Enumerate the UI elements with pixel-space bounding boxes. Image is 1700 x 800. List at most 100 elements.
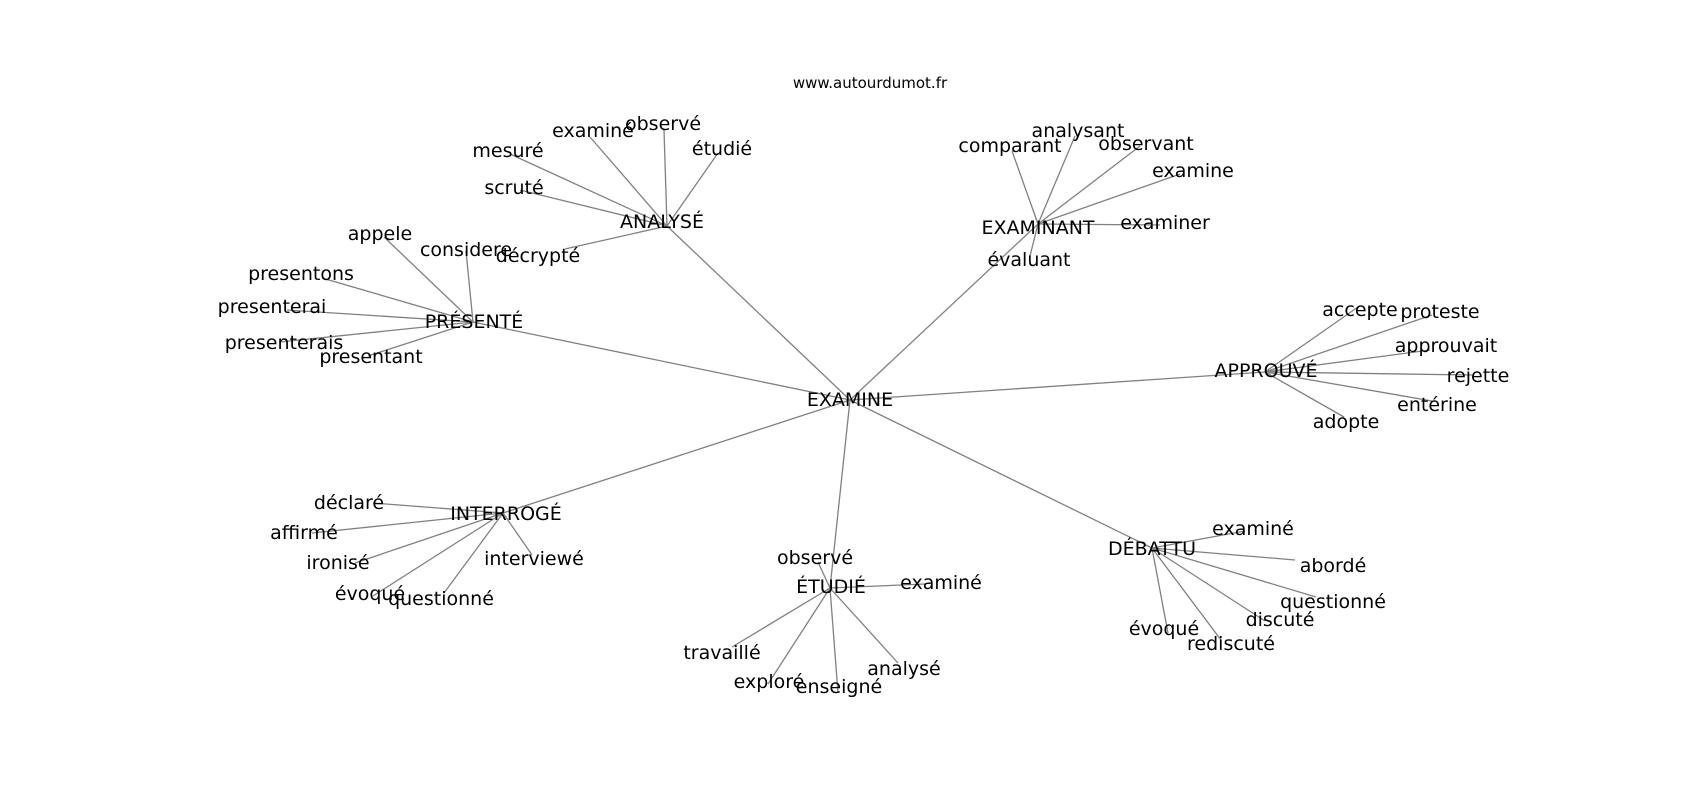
cluster-hub-label: APPROUVÉ xyxy=(1215,359,1318,382)
word-node-label: analysant xyxy=(1032,120,1125,142)
word-node-label: rediscuté xyxy=(1187,633,1275,655)
edge-hub-to-word xyxy=(663,129,668,227)
edge-hub-to-word xyxy=(354,512,504,564)
edge-hub-to-word xyxy=(286,309,474,323)
edge-center-to-hub xyxy=(666,225,851,401)
cluster-hub-label: EXAMINANT xyxy=(981,217,1094,239)
edge-center-to-hub xyxy=(849,371,1266,401)
word-node-label: accepte xyxy=(1322,299,1397,321)
word-node-label: analysé xyxy=(867,658,940,680)
edge-hub-to-word xyxy=(564,225,668,250)
edge-hub-to-word xyxy=(1037,135,1076,225)
word-node-label: questionné xyxy=(1280,591,1386,613)
site-url: www.autourdumot.fr xyxy=(793,74,948,92)
edge-center-to-hub xyxy=(849,223,1039,401)
word-node-label: observé xyxy=(777,547,853,569)
word-node-label: appele xyxy=(348,223,412,245)
cluster-hub-label: ÉTUDIÉ xyxy=(796,575,866,598)
word-node-label: presenterais xyxy=(225,332,344,354)
word-node-label: évoqué xyxy=(1129,618,1199,640)
edge-hub-to-word xyxy=(1011,150,1039,225)
labels: www.autourdumot.fr mesuréexaminéobservéé… xyxy=(218,74,1510,698)
edge-hub-to-word xyxy=(731,587,831,648)
word-node-label: questionné xyxy=(388,588,494,610)
edge-center-to-hub xyxy=(502,399,851,514)
edge-hub-to-word xyxy=(829,587,899,664)
cluster-hub-label: DÉBATTU xyxy=(1108,537,1196,560)
edge-center-to-hub xyxy=(829,399,851,589)
edge-hub-to-word xyxy=(1151,547,1169,634)
word-node-label: déclaré xyxy=(314,492,384,514)
edge-hub-to-word xyxy=(372,502,504,514)
edge-hub-to-word xyxy=(1151,547,1266,622)
word-node-label: examiné xyxy=(900,572,982,594)
edges xyxy=(279,129,1473,694)
edge-hub-to-word xyxy=(1151,547,1222,641)
word-node-label: abordé xyxy=(1300,555,1367,577)
word-node-label: discuté xyxy=(1246,609,1315,631)
edge-hub-to-word xyxy=(509,153,668,227)
word-node-label: presentant xyxy=(319,346,422,368)
word-node-label: proteste xyxy=(1400,301,1479,323)
word-node-label: observant xyxy=(1098,133,1193,155)
edge-hub-to-word xyxy=(1264,371,1345,418)
cluster-hub-label: ANALYSÉ xyxy=(620,210,704,233)
word-node-label: affirmé xyxy=(270,522,338,544)
edge-hub-to-word xyxy=(443,512,504,594)
edge-hub-to-word xyxy=(279,321,474,343)
edge-hub-to-word xyxy=(817,561,831,589)
word-node-label: presenterai xyxy=(218,296,327,318)
edge-hub-to-word xyxy=(1037,173,1181,225)
word-node-label: examiné xyxy=(552,120,634,142)
edge-hub-to-word xyxy=(1264,371,1433,402)
word-node-label: décrypté xyxy=(496,245,580,267)
edge-hub-to-word xyxy=(829,587,839,694)
edge-hub-to-word xyxy=(502,512,533,556)
edge-center-to-hub xyxy=(849,399,1153,549)
word-node-label: adopte xyxy=(1313,411,1380,433)
word-node-label: examine xyxy=(1152,160,1234,182)
edge-hub-to-word xyxy=(1151,547,1296,561)
cluster-hub-label: INTERROGÉ xyxy=(450,502,562,525)
edge-hub-to-word xyxy=(1264,314,1433,373)
word-node-label: évaluant xyxy=(987,249,1070,271)
word-node-label: travaillé xyxy=(683,642,760,664)
word-node-label: rejette xyxy=(1447,365,1510,387)
word-node-label: observé xyxy=(625,113,701,135)
word-node-label: mesuré xyxy=(472,140,543,162)
word-node-label: presentons xyxy=(248,263,354,285)
center-node-label: EXAMINE xyxy=(807,389,893,411)
word-node-label: examiner xyxy=(1120,212,1210,234)
word-node-label: comparant xyxy=(958,135,1061,157)
word-node-label: ironisé xyxy=(306,552,369,574)
word-node-label: évoqué xyxy=(335,583,405,605)
edge-hub-to-word xyxy=(519,189,668,227)
word-node-label: examiné xyxy=(1212,518,1294,540)
edge-hub-to-word xyxy=(1264,371,1473,376)
edge-hub-to-word xyxy=(1037,223,1161,226)
word-node-label: exploré xyxy=(734,671,805,693)
edge-hub-to-word xyxy=(1151,547,1317,598)
word-node-label: entérine xyxy=(1397,394,1477,416)
edge-hub-to-word xyxy=(1037,145,1141,225)
edge-hub-to-word xyxy=(767,587,831,685)
word-node-label: scruté xyxy=(484,177,543,199)
edge-hub-to-word xyxy=(666,152,719,227)
edge-center-to-hub xyxy=(472,321,851,401)
word-node-label: enseigné xyxy=(796,676,882,698)
edge-hub-to-word xyxy=(1264,306,1359,373)
edge-hub-to-word xyxy=(383,236,474,323)
edge-hub-to-word xyxy=(367,321,474,357)
word-node-label: étudié xyxy=(692,138,752,160)
edge-hub-to-word xyxy=(1151,530,1246,549)
word-node-label: approuvait xyxy=(1395,335,1497,357)
edge-hub-to-word xyxy=(589,136,668,227)
edge-hub-to-word xyxy=(321,277,474,323)
edge-hub-to-word xyxy=(829,583,926,589)
edge-hub-to-word xyxy=(465,250,474,323)
edge-hub-to-word xyxy=(372,512,504,597)
cluster-hub-label: PRÉSENTÉ xyxy=(425,310,524,333)
edge-hub-to-word xyxy=(311,512,504,534)
edge-hub-to-word xyxy=(1029,223,1039,257)
